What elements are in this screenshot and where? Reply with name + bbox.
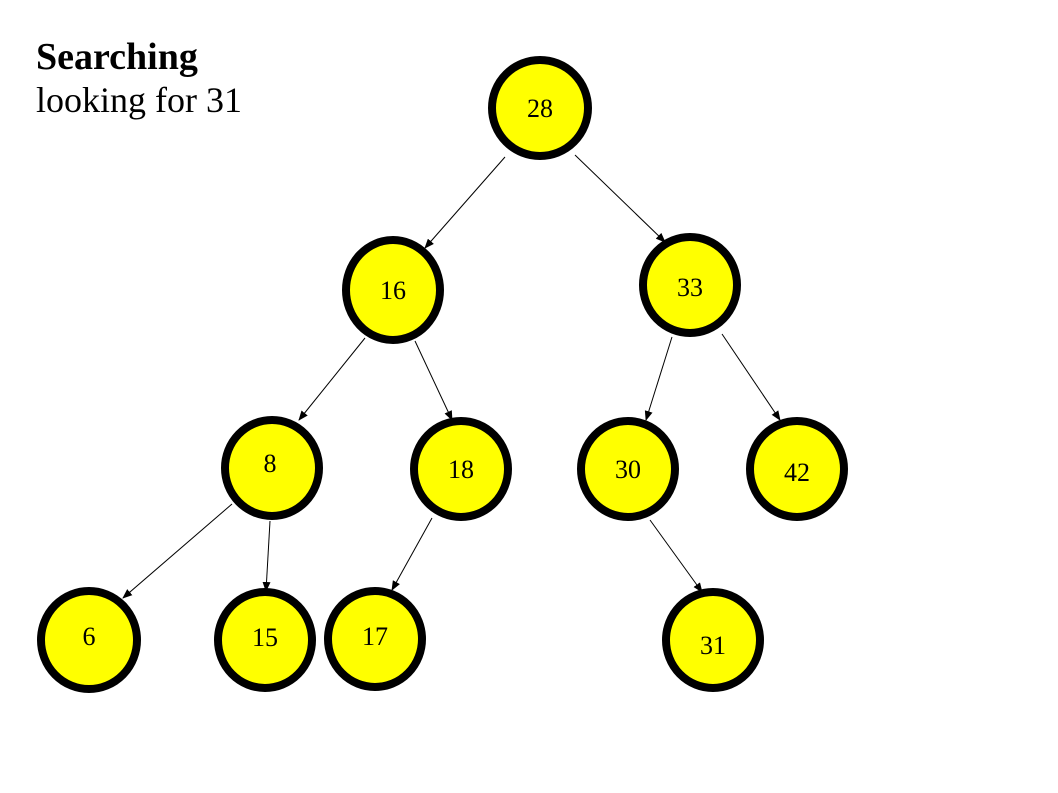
page-subtitle: looking for 31 (36, 80, 242, 120)
node-circle (746, 417, 848, 521)
tree-node-15: 15 (214, 588, 316, 692)
node-label: 16 (380, 276, 406, 305)
node-label: 6 (83, 622, 96, 651)
node-label: 42 (784, 458, 810, 487)
edge-33-to-42 (721, 333, 781, 421)
node-label: 8 (264, 449, 277, 478)
edge-18-to-17 (391, 517, 433, 591)
node-label: 30 (615, 455, 641, 484)
tree-node-16: 16 (342, 236, 444, 344)
node-circle (221, 416, 323, 520)
tree-node-8: 8 (221, 416, 323, 520)
node-label: 33 (677, 273, 703, 302)
edge-16-to-8 (298, 337, 366, 421)
node-label: 15 (252, 623, 278, 652)
node-label: 18 (448, 455, 474, 484)
edge-8-to-6 (122, 503, 233, 599)
edge-33-to-30 (644, 336, 673, 421)
edges-layer (122, 154, 781, 599)
node-circle (342, 236, 444, 344)
node-label: 17 (362, 622, 388, 651)
nodes-layer: 28 16 33 8 18 30 42 6 15 17 31 (37, 56, 848, 693)
node-circle (639, 233, 741, 337)
node-circle (324, 587, 426, 691)
edge-28-to-16 (424, 156, 506, 249)
node-circle (410, 417, 512, 521)
heading: Searching looking for 31 (36, 34, 242, 120)
edge-8-to-15 (262, 520, 271, 592)
edge-16-to-18 (414, 340, 453, 421)
tree-node-30: 30 (577, 417, 679, 521)
tree-node-33: 33 (639, 233, 741, 337)
tree-node-42: 42 (746, 417, 848, 521)
node-circle (662, 588, 764, 692)
node-circle (488, 56, 592, 160)
tree-node-17: 17 (324, 587, 426, 691)
edge-30-to-31 (649, 519, 703, 593)
tree-node-18: 18 (410, 417, 512, 521)
node-label: 28 (527, 94, 553, 123)
tree-node-6: 6 (37, 587, 141, 693)
node-circle (577, 417, 679, 521)
node-circle (214, 588, 316, 692)
edge-28-to-33 (574, 154, 666, 243)
tree-node-31: 31 (662, 588, 764, 692)
node-label: 31 (700, 631, 726, 660)
page-title: Searching (36, 36, 198, 78)
tree-node-28: 28 (488, 56, 592, 160)
node-circle (37, 587, 141, 693)
